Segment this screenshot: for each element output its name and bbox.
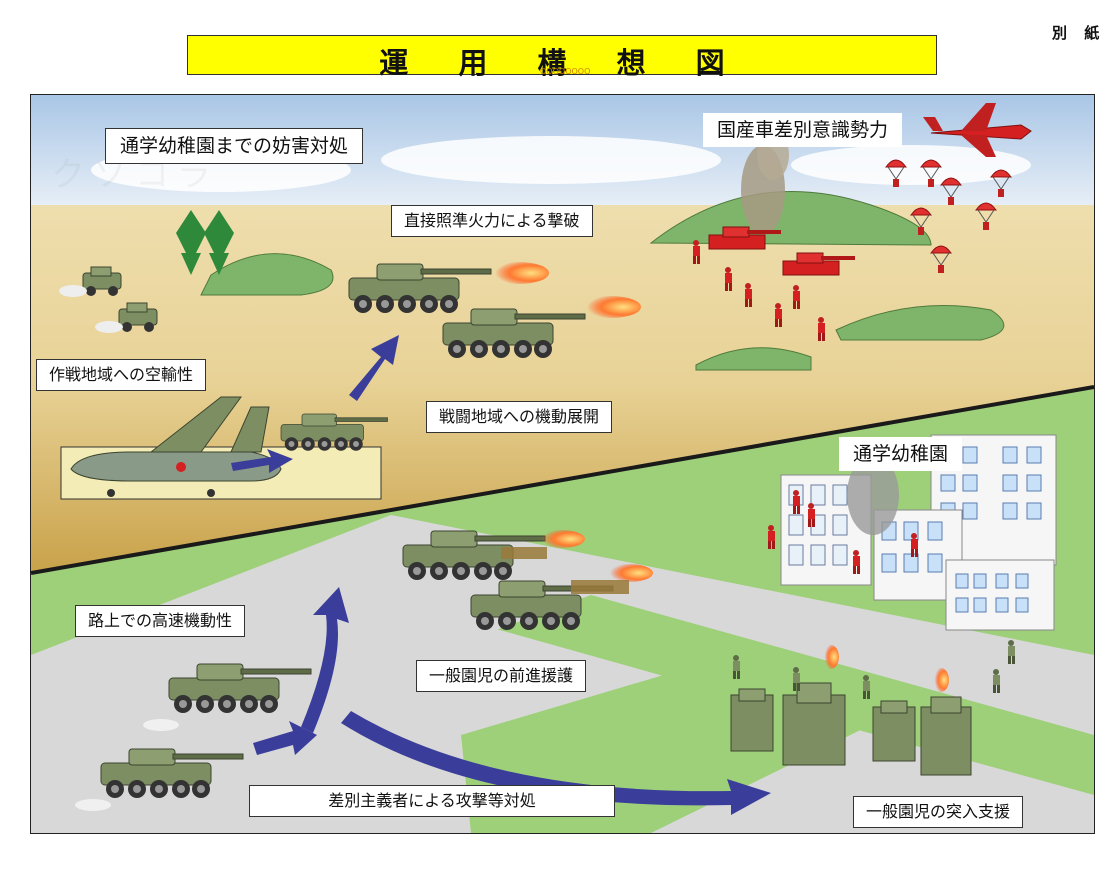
label-attack-response: 差別主義者による攻撃等対処 [249,785,615,817]
label-upper-heading: 通学幼稚園までの妨害対処 [105,128,364,164]
label-maneuver-deploy: 戦闘地域への機動展開 [426,401,613,433]
page-title: 運 用 構 想 図 [379,46,745,80]
label-breakthrough-support: 一般園児の突入支援 [853,796,1024,828]
label-kindergarten: 通学幼稚園 [839,437,963,471]
attachment-label: 別 紙 [1052,24,1106,42]
concept-illustration: クソコラ 通学幼稚園までの妨害対処 国産車差別意識勢力 直接照準火力による撃破 … [30,94,1095,834]
label-advance-protection: 一般園児の前進援護 [416,660,587,692]
label-enemy-force: 国産車差別意識勢力 [703,113,903,147]
label-direct-fire: 直接照準火力による撃破 [391,205,593,237]
title-banner: 運 用 構 想 図 [187,35,937,80]
label-air-transport: 作戦地域への空輸性 [36,359,207,391]
title-subtext: OOOOOOOO [540,67,591,76]
label-road-mobility: 路上での高速機動性 [75,605,246,637]
